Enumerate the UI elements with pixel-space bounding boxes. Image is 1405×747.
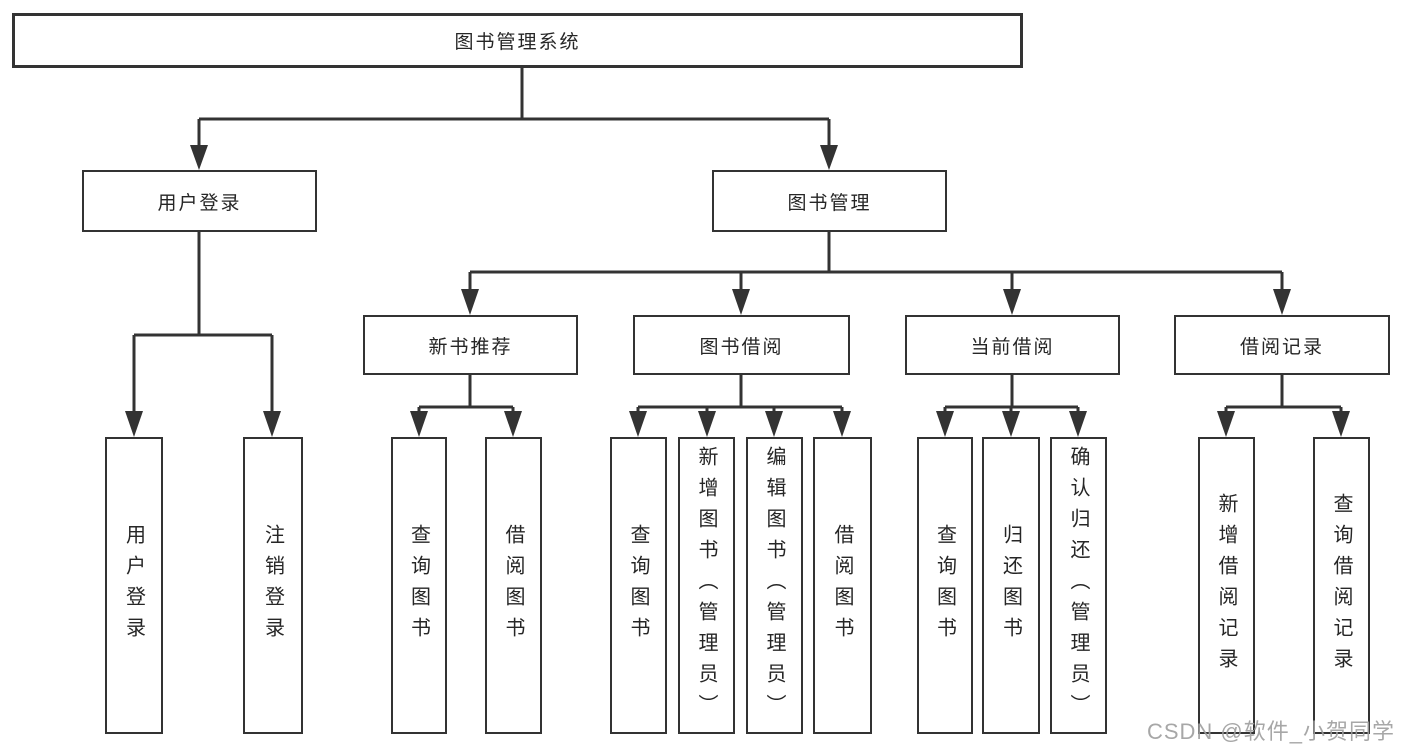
arrow-down-icon [629,411,647,437]
node-label: 当前借阅 [970,336,1055,358]
node-library-system: 图书管理系统 [12,13,1023,68]
node-label: 借阅记录 [1239,336,1324,358]
arrow-down-icon [1217,411,1235,437]
leaf-edit-books-admin: 编辑图书（管理员） [746,437,803,734]
arrow-down-icon [263,411,281,437]
arrow-down-icon [410,411,428,437]
node-label: 图书管理 [787,192,872,214]
leaf-query-books-rec: 查询图书 [391,437,447,734]
node-label: 查询图书 [627,523,649,648]
leaf-add-borrow-record: 新增借阅记录 [1198,437,1255,734]
node-label: 新增图书（管理员） [695,446,717,725]
node-label: 图书管理系统 [454,32,581,53]
arrow-down-icon [1003,289,1021,315]
leaf-add-books-admin: 新增图书（管理员） [678,437,735,734]
leaf-confirm-return-admin: 确认归还（管理员） [1050,437,1107,734]
node-label: 查询借阅记录 [1330,492,1352,679]
leaf-query-books-borrow: 查询图书 [610,437,667,734]
node-label: 新增借阅记录 [1215,492,1237,679]
node-user-login: 用户登录 [82,170,317,232]
arrow-down-icon [504,411,522,437]
arrow-down-icon [820,145,838,170]
arrow-down-icon [765,411,783,437]
node-label: 编辑图书（管理员） [763,446,785,725]
node-label: 确认归还（管理员） [1067,446,1089,725]
edge-user-login-split [125,232,281,437]
node-current-borrowing: 当前借阅 [905,315,1120,375]
leaf-query-books-current: 查询图书 [917,437,973,734]
arrow-down-icon [1002,411,1020,437]
arrow-down-icon [1069,411,1087,437]
arrow-down-icon [461,289,479,315]
csdn-watermark: CSDN @软件_小贺同学 [1146,719,1395,744]
node-book-management: 图书管理 [712,170,947,232]
arrow-down-icon [732,289,750,315]
leaf-borrow-books: 借阅图书 [813,437,872,734]
edge-new-book-rec-split [410,375,522,437]
edge-borrow-records-split [1217,375,1350,437]
arrow-down-icon [833,411,851,437]
edge-book-borrow-split [629,375,851,437]
node-label: 注销登录 [261,523,284,648]
node-label: 用户登录 [157,192,242,214]
arrow-down-icon [698,411,716,437]
node-new-book-recommend: 新书推荐 [363,315,578,375]
node-label: 图书借阅 [699,336,784,358]
node-label: 借阅图书 [502,523,524,648]
edge-root-split [190,68,838,170]
leaf-borrow-books-rec: 借阅图书 [485,437,542,734]
edge-book-mgmt-split [461,232,1291,315]
arrow-down-icon [190,145,208,170]
node-label: 用户登录 [122,523,145,648]
node-label: 借阅图书 [831,523,853,648]
leaf-logout: 注销登录 [243,437,303,734]
arrow-down-icon [1273,289,1291,315]
arrow-down-icon [936,411,954,437]
leaf-query-borrow-record: 查询借阅记录 [1313,437,1370,734]
node-label: 查询图书 [933,523,956,648]
leaf-user-login: 用户登录 [105,437,163,734]
node-book-borrowing: 图书借阅 [633,315,850,375]
node-borrowing-records: 借阅记录 [1174,315,1390,375]
node-label: 新书推荐 [428,336,513,358]
node-label: 归还图书 [999,523,1022,648]
leaf-return-books: 归还图书 [982,437,1040,734]
arrow-down-icon [125,411,143,437]
node-label: 查询图书 [407,523,430,648]
edge-current-borrow-split [936,375,1087,437]
arrow-down-icon [1332,411,1350,437]
